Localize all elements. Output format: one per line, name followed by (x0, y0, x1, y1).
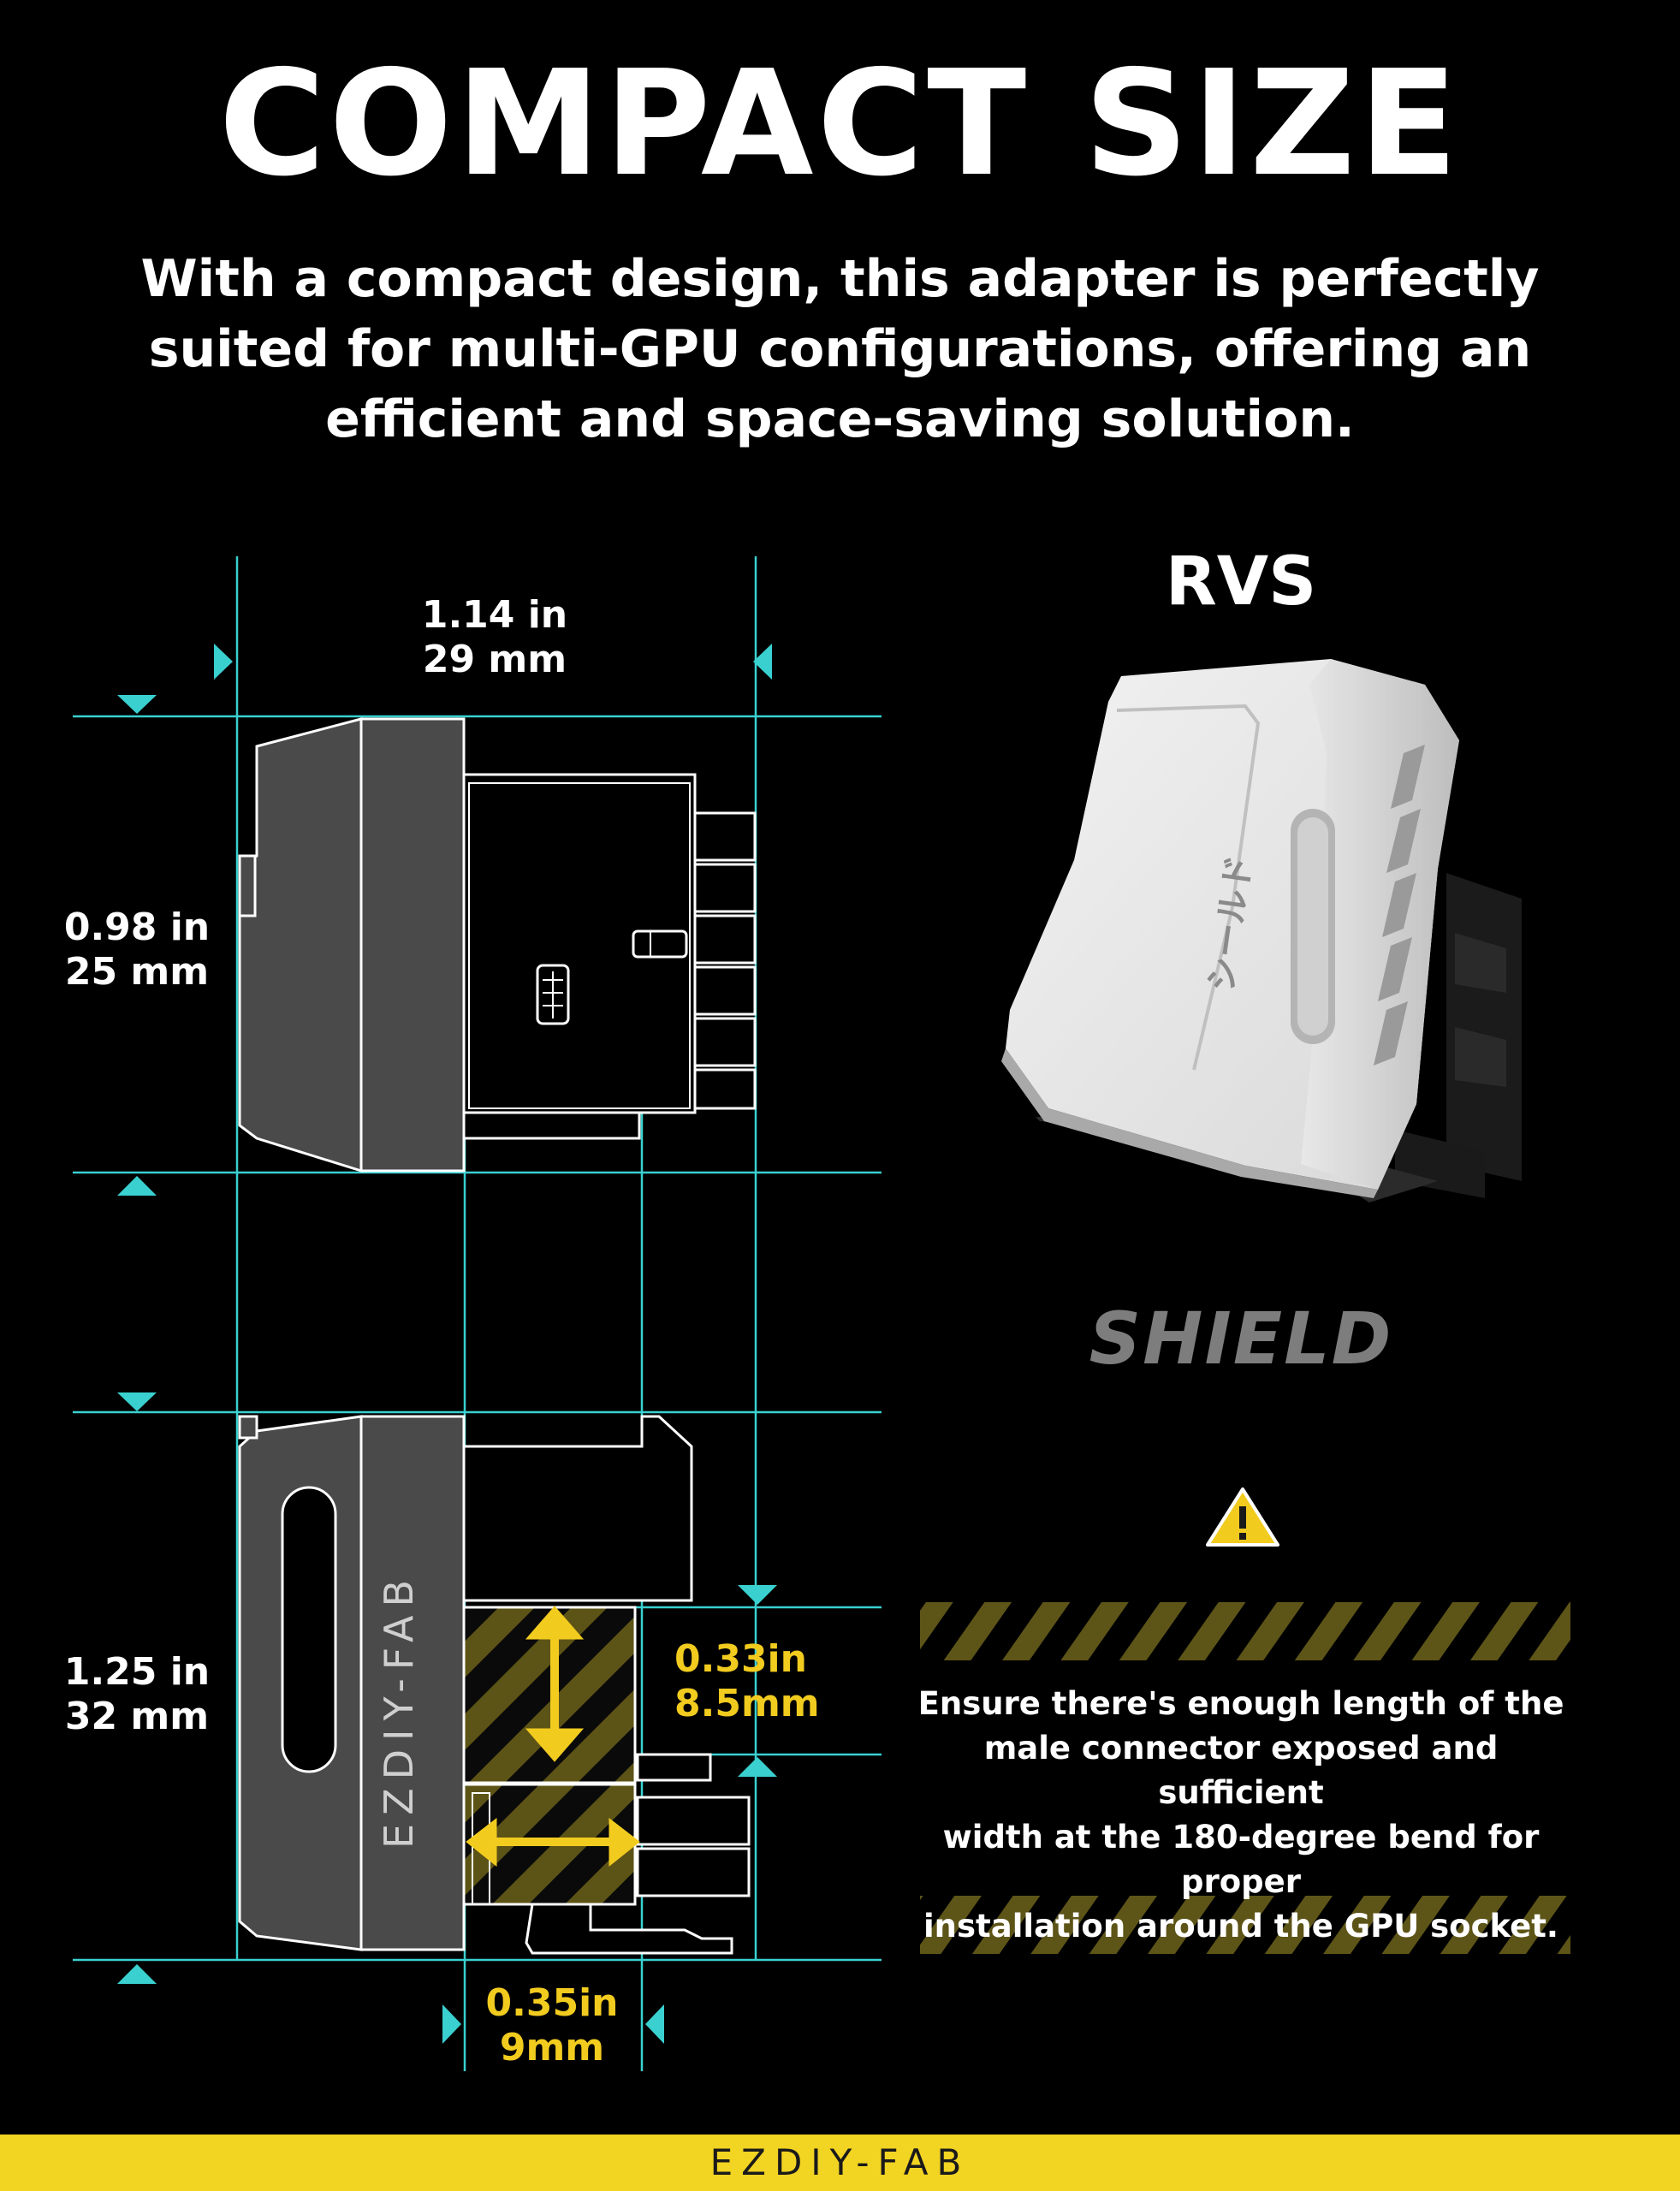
dim-width-mm: 29 mm (422, 638, 567, 681)
dimension-arrows (117, 644, 777, 2044)
footer-bar: EZDIY-FAB (0, 2135, 1680, 2191)
hazard-band-bottom (920, 1896, 1570, 1954)
top-view-adapter (238, 717, 757, 1173)
dim-gap-horizontal-mm: 9mm (499, 2026, 605, 2069)
warning-line: male connector exposed and sufficient (983, 1730, 1499, 1811)
warning-line: installation around the GPU socket. (923, 1908, 1558, 1945)
dim-height-bottom-mm: 32 mm (64, 1695, 210, 1738)
side-logo-text: EZDIY-FAB (376, 1571, 422, 1849)
warning-triangle-icon (1206, 1487, 1279, 1547)
guide-lines (73, 556, 882, 2071)
rvs-product-image: シールド (1001, 659, 1522, 1202)
warning-line: Ensure there's enough length of the (917, 1685, 1564, 1722)
dim-gap-horizontal-in: 0.35in (485, 1981, 619, 2025)
hazard-band-top (920, 1602, 1570, 1660)
dim-gap-vertical-mm: 8.5mm (674, 1682, 820, 1725)
dim-gap-vertical: 0.33in 8.5mm (674, 1637, 828, 1726)
dim-height-top-in: 0.98 in (63, 905, 211, 949)
dim-height-bottom-in: 1.25 in (63, 1650, 211, 1694)
product-name: RVS (1165, 543, 1317, 620)
footer-brand: EZDIY-FAB (709, 2141, 971, 2183)
yellow-measure-arrows (466, 1606, 640, 1867)
shield-logo: SHIELD (1089, 1297, 1393, 1381)
side-view-adapter (238, 1415, 751, 1955)
dim-gap-vertical-in: 0.33in (674, 1637, 807, 1681)
dim-gap-horizontal: 0.35in 9mm (466, 1981, 638, 2070)
warning-line: width at the 180-degree bend for proper (942, 1819, 1540, 1900)
dim-width-in: 1.14 in (421, 593, 568, 637)
page-title: COMPACT SIZE (218, 39, 1462, 209)
warning-text: Ensure there's enough length of the male… (907, 1682, 1575, 1949)
dim-height-top-mm: 25 mm (64, 950, 210, 994)
dim-height-bottom: 1.25 in 32 mm (51, 1650, 223, 1739)
dim-height-top: 0.98 in 25 mm (51, 905, 223, 995)
page-subtitle: With a compact design, this adapter is p… (140, 249, 1540, 449)
dim-width-top: 1.14 in 29 mm (409, 593, 580, 682)
